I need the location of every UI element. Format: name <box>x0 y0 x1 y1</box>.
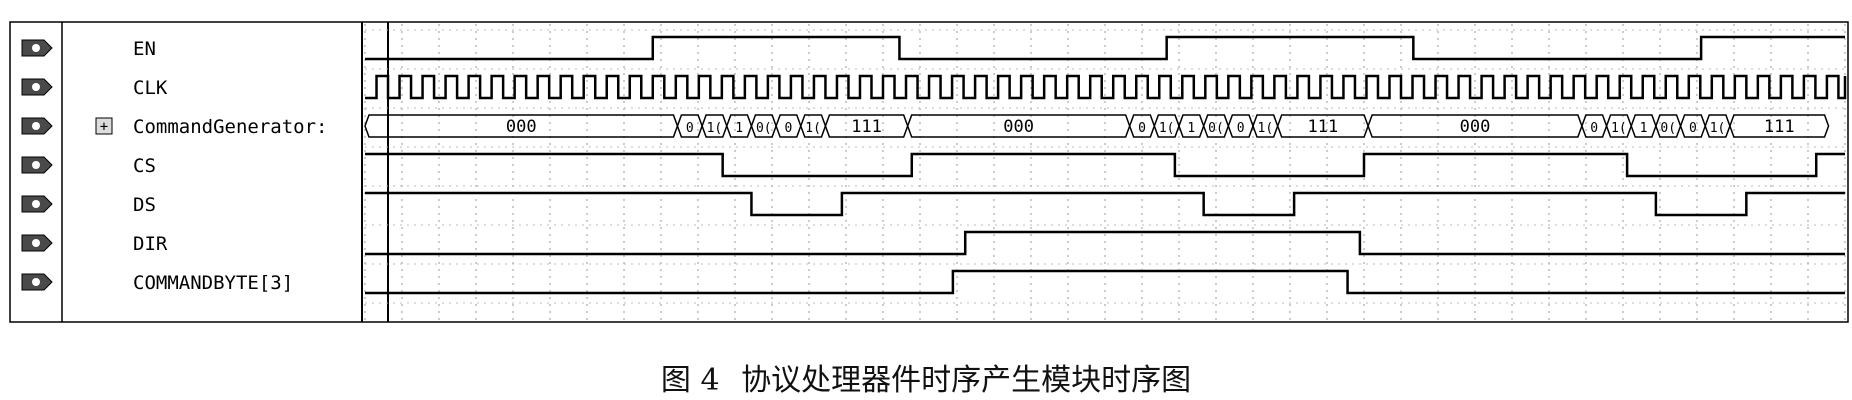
bus-value-label: 0( <box>1660 121 1676 136</box>
bus-segment <box>1729 114 1830 138</box>
bus-value-label: 1( <box>1258 121 1274 136</box>
signal-name-6[interactable]: COMMANDBYTE[3] <box>133 272 293 294</box>
bus-value-label: 0 <box>686 121 694 136</box>
signal-name-3[interactable]: CS <box>133 155 156 177</box>
waveform-ds <box>365 191 1845 217</box>
bus-value-label: 1 <box>1187 121 1195 136</box>
panel-frame <box>9 21 1849 323</box>
input-port-icon <box>21 78 53 96</box>
bus-value-label: 0 <box>1138 121 1146 136</box>
bus-value-label: 000 <box>1460 117 1491 137</box>
bus-value-label: 0 <box>785 121 793 136</box>
waveform-en <box>365 35 1845 61</box>
bus-value-label: 1( <box>1710 121 1726 136</box>
bus-value-label: 111 <box>1308 117 1339 137</box>
output-port-icon <box>21 234 53 252</box>
signal-name-5[interactable]: DIR <box>133 233 168 255</box>
output-port-icon <box>21 156 53 174</box>
bus-value-label: 1( <box>805 121 821 136</box>
bus-value-label: 0( <box>1208 121 1224 136</box>
signal-name-0[interactable]: EN <box>133 38 156 60</box>
input-port-icon <box>21 39 53 57</box>
clk-waveform <box>365 74 1847 100</box>
signal-name-4[interactable]: DS <box>133 194 156 216</box>
bus-value-label: 1 <box>735 121 743 136</box>
bus-value-label: 111 <box>1764 117 1795 137</box>
figure-number: 图 4 <box>660 363 720 398</box>
waveform-cs <box>365 152 1845 178</box>
waveform-dir <box>365 230 1845 256</box>
figure-title: 协议处理器件时序产生模块时序图 <box>741 363 1192 398</box>
bus-value-label: 000 <box>1003 117 1034 137</box>
waveform-commandbyte-3- <box>365 269 1845 295</box>
bus-value-label: 000 <box>506 117 537 137</box>
signal-name-2[interactable]: CommandGenerator: <box>133 116 327 138</box>
bus-value-label: 1( <box>707 121 723 136</box>
bus-value-label: 0 <box>1590 121 1598 136</box>
figure-caption: 图 4 协议处理器件时序产生模块时序图 <box>0 355 1852 399</box>
bus-value-label: 0 <box>1689 121 1697 136</box>
bus-value-label: 0( <box>756 121 772 136</box>
bus-value-label: 1 <box>1640 121 1648 136</box>
bus-port-icon <box>21 117 53 135</box>
output-port-icon <box>21 195 53 213</box>
expand-icon[interactable]: + <box>100 119 108 135</box>
input-port-icon <box>21 273 53 291</box>
bus-value-label: 0 <box>1237 121 1245 136</box>
expand-toggle[interactable] <box>95 117 113 135</box>
bus-value-label: 1( <box>1159 121 1175 136</box>
signal-name-1[interactable]: CLK <box>133 77 168 99</box>
bus-value-label: 1( <box>1611 121 1627 136</box>
bus-value-label: 111 <box>851 117 882 137</box>
